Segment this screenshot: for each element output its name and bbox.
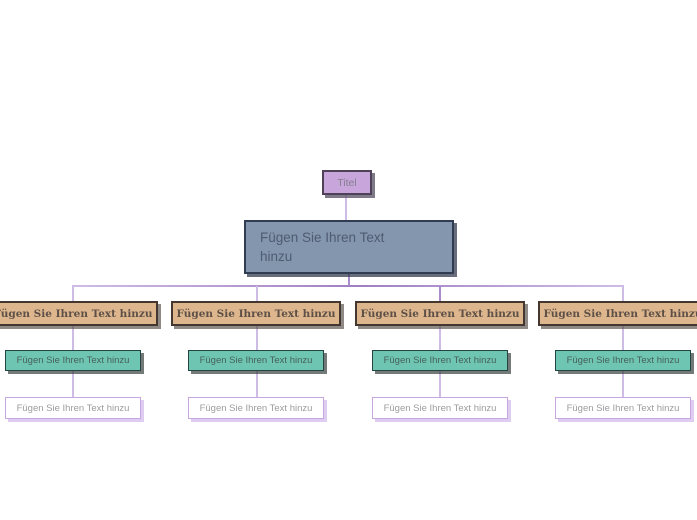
branch-4-detail[interactable]: Fügen Sie Ihren Text hinzu <box>555 397 691 419</box>
connector-root-main <box>345 194 347 221</box>
branch-4-subtopic-label: Fügen Sie Ihren Text hinzu <box>566 355 680 366</box>
branch-2-subtopic-label: Fügen Sie Ihren Text hinzu <box>199 355 313 366</box>
branch-3-topic-label: Fügen Sie Ihren Text hinzu <box>360 307 520 320</box>
branch-2-subtopic[interactable]: Fügen Sie Ihren Text hinzu <box>188 350 324 371</box>
branch-1-detail-label: Fügen Sie Ihren Text hinzu <box>16 402 130 414</box>
branch-3-detail-label: Fügen Sie Ihren Text hinzu <box>383 402 497 414</box>
connector-branch3-detail <box>439 371 441 397</box>
branch-4-detail-label: Fügen Sie Ihren Text hinzu <box>566 402 680 414</box>
branch-1-topic-label: Fügen Sie Ihren Text hinzu <box>0 307 153 320</box>
connector-branch2-detail <box>256 371 258 397</box>
connector-drop-4 <box>622 286 624 301</box>
connector-branch3-subtopic <box>439 326 441 350</box>
connector-branch1-detail <box>72 371 74 397</box>
branch-4-topic[interactable]: Fügen Sie Ihren Text hinzu <box>538 301 697 326</box>
branch-3-subtopic-label: Fügen Sie Ihren Text hinzu <box>383 355 497 366</box>
root-topic-label: Titel <box>337 176 357 189</box>
connector-branch4-detail <box>622 371 624 397</box>
main-topic-label: Fügen Sie Ihren Text hinzu <box>260 230 385 264</box>
branch-3-subtopic[interactable]: Fügen Sie Ihren Text hinzu <box>372 350 508 371</box>
branch-1-subtopic-label: Fügen Sie Ihren Text hinzu <box>16 355 130 366</box>
branch-4-subtopic[interactable]: Fügen Sie Ihren Text hinzu <box>555 350 691 371</box>
connector-branch4-subtopic <box>622 326 624 350</box>
connector-drop-3 <box>439 286 441 301</box>
branch-2-detail[interactable]: Fügen Sie Ihren Text hinzu <box>188 397 324 419</box>
connector-branch1-subtopic <box>72 326 74 350</box>
branch-1-subtopic[interactable]: Fügen Sie Ihren Text hinzu <box>5 350 141 371</box>
main-topic[interactable]: Fügen Sie Ihren Text hinzu <box>244 220 454 274</box>
branch-2-topic-label: Fügen Sie Ihren Text hinzu <box>176 307 336 320</box>
connector-bus <box>72 285 624 287</box>
branch-1-detail[interactable]: Fügen Sie Ihren Text hinzu <box>5 397 141 419</box>
connector-branch2-subtopic <box>256 326 258 350</box>
branch-3-topic[interactable]: Fügen Sie Ihren Text hinzu <box>355 301 525 326</box>
root-topic[interactable]: Titel <box>322 170 372 195</box>
branch-4-topic-label: Fügen Sie Ihren Text hinzu <box>543 307 697 320</box>
branch-2-detail-label: Fügen Sie Ihren Text hinzu <box>199 402 313 414</box>
connector-drop-2 <box>256 286 258 301</box>
branch-1-topic[interactable]: Fügen Sie Ihren Text hinzu <box>0 301 158 326</box>
branch-2-topic[interactable]: Fügen Sie Ihren Text hinzu <box>171 301 341 326</box>
connector-main-stub <box>348 273 350 286</box>
branch-3-detail[interactable]: Fügen Sie Ihren Text hinzu <box>372 397 508 419</box>
connector-drop-1 <box>72 286 74 301</box>
